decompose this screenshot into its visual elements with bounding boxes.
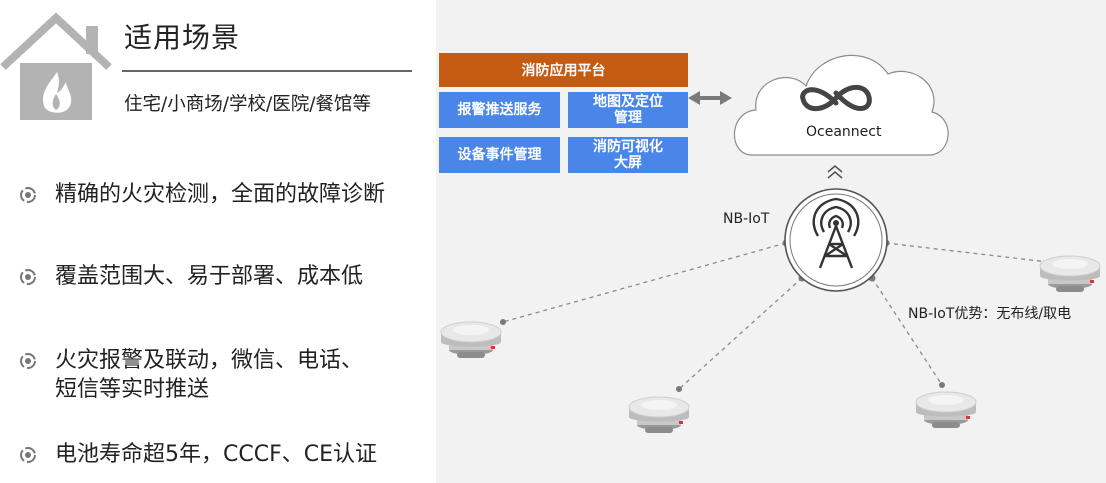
cloud-label: Oceannect	[806, 124, 882, 140]
smoke-detector-icon	[440, 321, 502, 359]
link-line	[678, 277, 803, 390]
bullet-icon	[20, 447, 36, 463]
feature-text: 火灾报警及联动，微信、电话、 短信等实时推送	[55, 348, 364, 402]
bullet-icon	[20, 269, 36, 285]
arrow-left-icon	[688, 91, 700, 105]
feature-item: 火灾报警及联动，微信、电话、 短信等实时推送	[18, 346, 363, 404]
feature-item: 覆盖范围大、易于部署、成本低	[18, 262, 363, 291]
link-node	[676, 386, 682, 392]
feature-item: 电池寿命超5年，CCCF、CE认证	[18, 440, 377, 469]
title-divider	[122, 70, 412, 72]
feature-item: 精确的火灾检测，全面的故障诊断	[18, 180, 385, 209]
link-line	[502, 242, 787, 323]
house-fire-icon	[0, 12, 112, 120]
scenario-title: 适用场景	[124, 21, 241, 54]
feature-text: 精确的火灾检测，全面的故障诊断	[55, 182, 386, 207]
module-alarm-push: 报警推送服务	[439, 92, 560, 128]
link-line	[871, 277, 943, 386]
network-advantage-label: NB-IoT优势：无布线/取电	[908, 306, 1072, 322]
network-label: NB-IoT	[723, 211, 770, 227]
module-device-events: 设备事件管理	[439, 137, 560, 173]
link-node	[939, 382, 945, 388]
feature-text: 电池寿命超5年，CCCF、CE认证	[55, 442, 377, 467]
arrow-right-icon	[720, 91, 732, 105]
link-node	[500, 319, 506, 325]
feature-text: 覆盖范围大、易于部署、成本低	[55, 264, 364, 289]
cloud-icon	[733, 54, 949, 156]
tower-icon	[812, 197, 860, 269]
module-visual-screen: 消防可视化 大屏	[568, 137, 688, 173]
oceannect-logo-icon	[800, 84, 872, 112]
base-station-ring-inner	[789, 193, 883, 287]
bullet-icon	[20, 187, 36, 203]
uplink-chevron-icon	[827, 164, 843, 179]
link-line	[885, 242, 1049, 263]
smoke-detector-icon	[628, 396, 690, 434]
bullet-icon	[20, 353, 36, 369]
platform-title: 消防应用平台	[439, 53, 688, 87]
smoke-detector-icon	[1039, 255, 1101, 293]
base-station-ring	[784, 188, 888, 292]
scenario-places: 住宅/小商场/学校/医院/餐馆等	[124, 94, 371, 115]
smoke-detector-icon	[915, 391, 977, 429]
module-map-location: 地图及定位 管理	[568, 92, 688, 128]
